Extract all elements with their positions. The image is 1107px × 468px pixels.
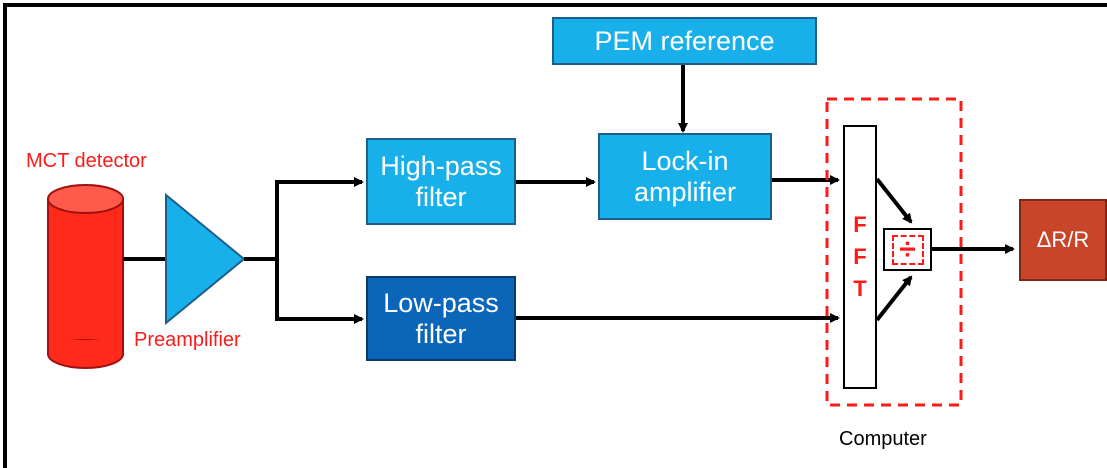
- fft-letter-f1: F: [853, 212, 867, 237]
- divide-symbol: ÷: [891, 234, 924, 265]
- fft-letter-f2: F: [853, 244, 867, 269]
- fft-letter-t: T: [853, 276, 867, 301]
- lock-in-amplifier-block: Lock-in amplifier: [598, 133, 772, 220]
- low-pass-filter-block: Low-pass filter: [366, 276, 516, 361]
- diagram-frame: [3, 3, 1107, 468]
- preamplifier-label: Preamplifier: [134, 329, 241, 351]
- high-pass-line2: filter: [415, 181, 467, 212]
- detector-label: MCT detector: [26, 150, 147, 172]
- fft-block: F F T: [843, 125, 877, 389]
- mct-detector-cylinder: [47, 184, 124, 369]
- pem-reference-block: PEM reference: [552, 17, 817, 65]
- high-pass-filter-block: High-pass filter: [366, 138, 516, 225]
- computer-label: Computer: [839, 428, 927, 450]
- pem-reference-text: PEM reference: [594, 25, 775, 56]
- low-pass-line2: filter: [415, 318, 467, 349]
- lock-in-line1: Lock-in: [641, 145, 729, 176]
- output-block: ΔR/R: [1019, 199, 1107, 281]
- low-pass-line1: Low-pass: [383, 287, 499, 318]
- high-pass-line1: High-pass: [380, 150, 502, 181]
- lock-in-line2: amplifier: [633, 176, 737, 207]
- preamplifier-triangle: [165, 192, 246, 326]
- output-label: ΔR/R: [1036, 227, 1090, 252]
- arrow-fft-divide-top: [875, 177, 913, 224]
- divide-block: ÷: [883, 228, 932, 271]
- arrow-fft-divide-bottom: [875, 275, 913, 322]
